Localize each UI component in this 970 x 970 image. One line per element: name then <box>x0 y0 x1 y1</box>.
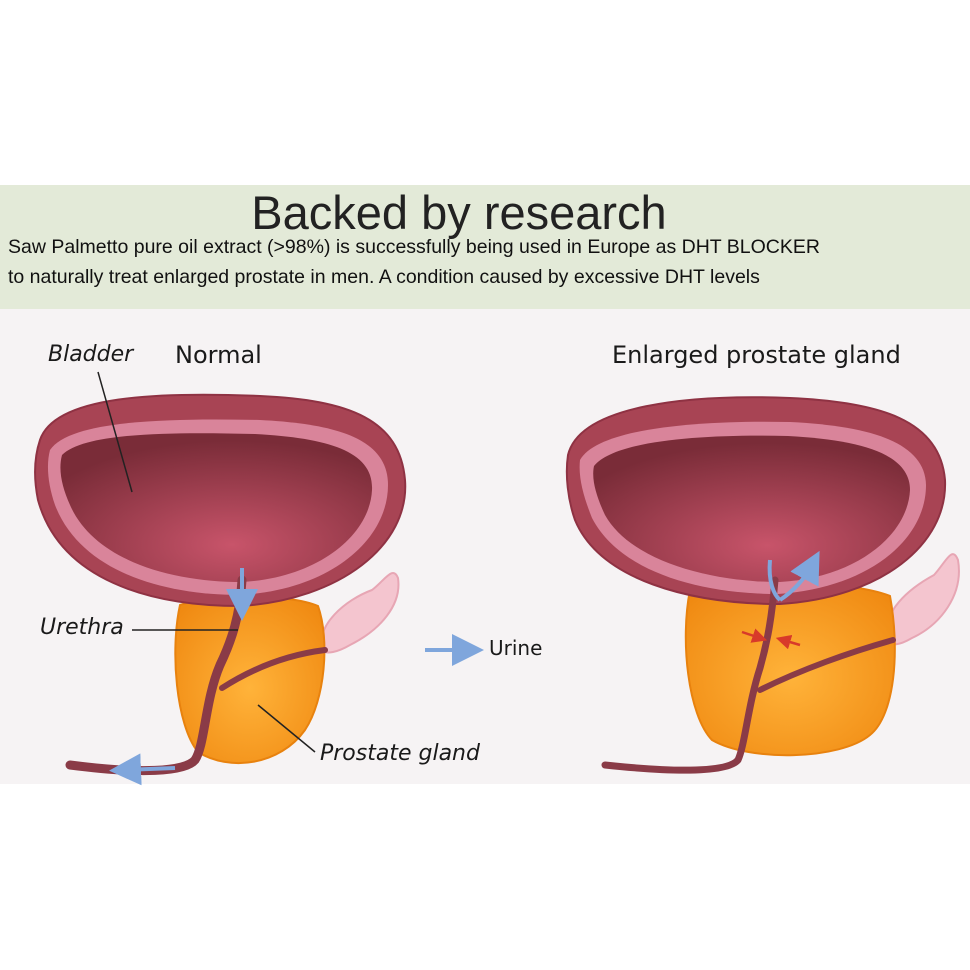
duct-path <box>219 647 328 691</box>
prostate-gland-label: Prostate gland <box>320 741 480 766</box>
urethra-label: Urethra <box>40 615 124 640</box>
bladder-inner <box>60 433 373 582</box>
bladder-leader <box>97 371 133 493</box>
bladder-label: Bladder <box>48 342 134 367</box>
enlarged-title: Enlarged prostate gland <box>612 341 901 369</box>
seminal-vesicle <box>320 571 400 654</box>
urine-exit-arrow <box>109 753 176 786</box>
urethra-path-enlarged <box>601 576 779 774</box>
seminal-vesicle-enlarged <box>885 553 960 646</box>
header-banner <box>0 185 970 309</box>
description-line-2: to naturally treat enlarged prostate in … <box>8 266 760 288</box>
urine-label: Urine <box>489 636 543 660</box>
prostate-gland-enlarged <box>684 581 896 757</box>
urine-flow-arrow-up <box>778 550 820 602</box>
urine-flow-arrow-down <box>767 559 782 602</box>
pressure-arrow-left <box>741 628 768 643</box>
enlarged-diagram <box>565 396 960 774</box>
duct-path-enlarged <box>757 637 896 693</box>
normal-diagram <box>34 371 407 786</box>
prostate-leader <box>257 704 316 753</box>
pressure-arrow-right <box>775 634 801 650</box>
normal-title: Normal <box>175 341 262 369</box>
bladder-inner-enlarged <box>593 435 910 582</box>
description-line-1: Saw Palmetto pure oil extract (>98%) is … <box>8 236 820 258</box>
page-title: Backed by research <box>251 186 667 239</box>
